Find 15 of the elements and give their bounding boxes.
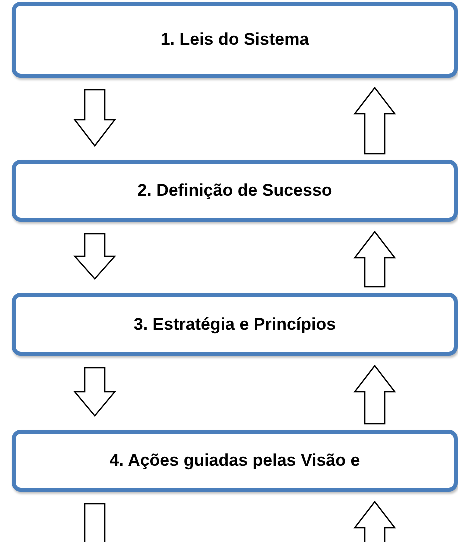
- box-label: 2. Definição de Sucesso: [138, 181, 332, 201]
- box-label: 4. Ações guiadas pelas Visão e: [110, 451, 360, 471]
- block-arrow: [74, 233, 116, 280]
- block-arrow: [354, 230, 396, 288]
- process-box: [12, 2, 458, 78]
- box-label: 1. Leis do Sistema: [160, 30, 310, 50]
- block-arrow: [74, 89, 116, 148]
- process-box: [12, 293, 458, 356]
- process-box: [12, 430, 458, 492]
- process-box: [12, 160, 458, 222]
- box-label: 3. Estratégia e Princípios: [134, 314, 336, 334]
- block-arrow: [354, 364, 396, 425]
- block-arrow: [74, 367, 116, 418]
- block-arrow: [354, 500, 396, 542]
- block-arrow: [354, 86, 396, 155]
